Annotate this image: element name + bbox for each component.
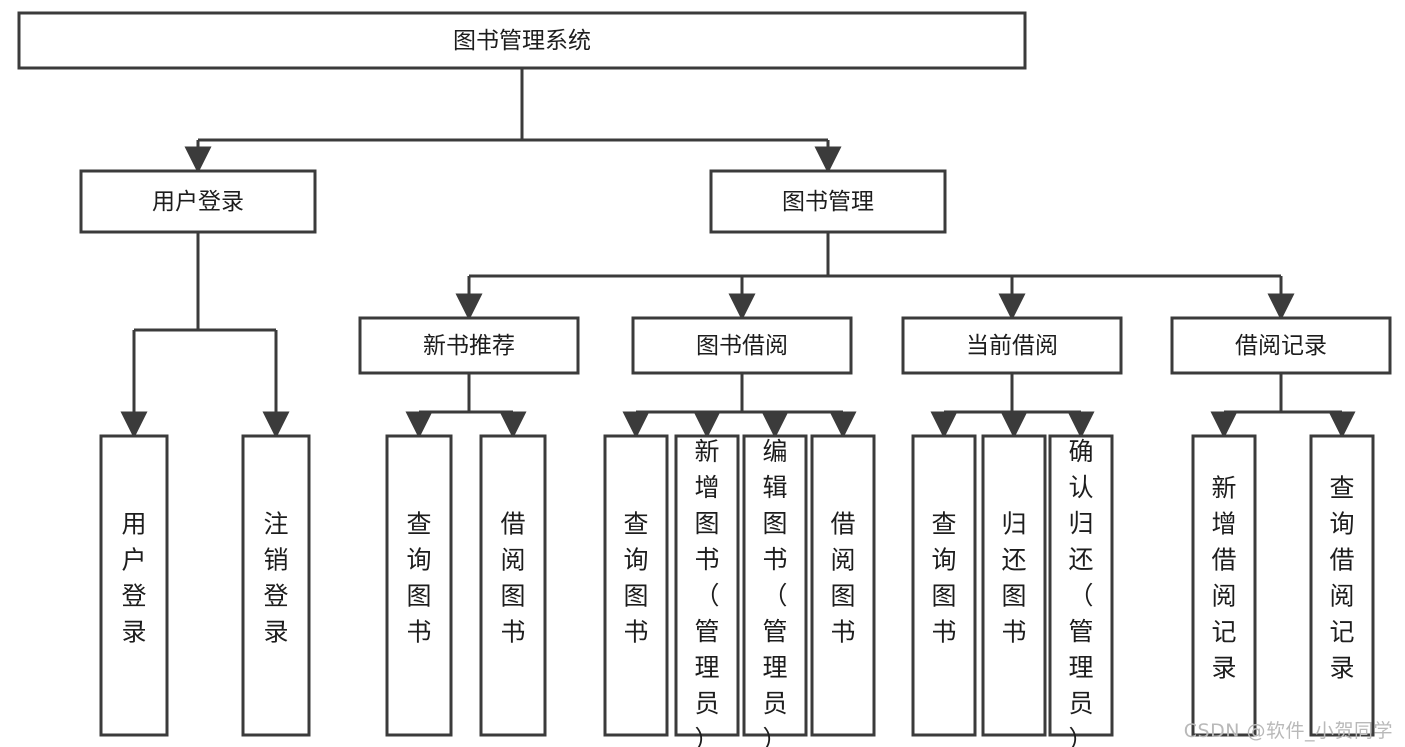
node-box-user-login <box>79 169 317 234</box>
node-leaf-return-book[interactable]: 归还图书 <box>981 434 1047 737</box>
node-box-root <box>17 11 1027 70</box>
node-label-leaf-borrow-book-1: 借阅图书 <box>500 510 525 647</box>
node-leaf-query-book-2[interactable]: 查询图书 <box>603 434 669 737</box>
node-root[interactable]: 图书管理系统 <box>17 11 1027 70</box>
node-user-login[interactable]: 用户登录 <box>79 169 317 234</box>
node-leaf-borrow-book-2[interactable]: 借阅图书 <box>810 434 876 737</box>
node-label-leaf-query-book-3: 查询图书 <box>931 510 956 647</box>
node-box-leaf-query-book-3 <box>911 434 977 737</box>
node-leaf-add-book[interactable]: 新增图书（管理员） <box>674 434 740 747</box>
node-box-leaf-confirm-return <box>1048 434 1114 737</box>
node-box-new-book-rec <box>358 316 580 375</box>
node-label-leaf-confirm-return: 确认归还（管理员） <box>1068 437 1093 747</box>
node-box-borrow-record <box>1170 316 1392 375</box>
node-box-leaf-user-login <box>99 434 169 737</box>
node-label-leaf-add-record: 新增借阅记录 <box>1211 474 1236 683</box>
edges-layer <box>120 68 1356 439</box>
node-label-new-book-rec: 新书推荐 <box>423 333 515 359</box>
node-current-borrow[interactable]: 当前借阅 <box>901 316 1123 375</box>
node-box-leaf-add-book <box>674 434 740 737</box>
node-label-borrow-record: 借阅记录 <box>1235 333 1327 359</box>
node-leaf-query-book-1[interactable]: 查询图书 <box>385 434 453 737</box>
node-leaf-confirm-return[interactable]: 确认归还（管理员） <box>1048 434 1114 747</box>
node-box-leaf-add-record <box>1191 434 1257 737</box>
node-label-leaf-query-book-1: 查询图书 <box>406 510 431 647</box>
node-book-manage[interactable]: 图书管理 <box>709 169 947 234</box>
node-box-current-borrow <box>901 316 1123 375</box>
node-box-leaf-borrow-book-1 <box>479 434 547 737</box>
node-borrow-record[interactable]: 借阅记录 <box>1170 316 1392 375</box>
node-leaf-add-record[interactable]: 新增借阅记录 <box>1191 434 1257 737</box>
node-leaf-query-book-3[interactable]: 查询图书 <box>911 434 977 737</box>
node-box-leaf-borrow-book-2 <box>810 434 876 737</box>
node-box-leaf-query-book-2 <box>603 434 669 737</box>
node-box-book-manage <box>709 169 947 234</box>
nodes-layer: 图书管理系统用户登录图书管理新书推荐图书借阅当前借阅借阅记录用户登录注销登录查询… <box>17 11 1392 747</box>
node-leaf-query-record[interactable]: 查询借阅记录 <box>1309 434 1375 737</box>
node-label-leaf-edit-book: 编辑图书（管理员） <box>762 437 787 747</box>
node-label-book-borrow: 图书借阅 <box>696 333 788 359</box>
node-box-leaf-return-book <box>981 434 1047 737</box>
node-label-user-login: 用户登录 <box>152 189 244 215</box>
node-leaf-user-login[interactable]: 用户登录 <box>99 434 169 737</box>
node-box-leaf-edit-book <box>742 434 808 737</box>
node-book-borrow[interactable]: 图书借阅 <box>631 316 853 375</box>
node-box-leaf-user-logout <box>241 434 311 737</box>
node-box-leaf-query-book-1 <box>385 434 453 737</box>
node-label-current-borrow: 当前借阅 <box>966 333 1058 359</box>
node-new-book-rec[interactable]: 新书推荐 <box>358 316 580 375</box>
node-label-leaf-query-record: 查询借阅记录 <box>1329 474 1354 683</box>
node-label-leaf-query-book-2: 查询图书 <box>623 510 648 647</box>
node-label-leaf-user-login: 用户登录 <box>121 510 146 647</box>
node-leaf-edit-book[interactable]: 编辑图书（管理员） <box>742 434 808 747</box>
node-label-leaf-user-logout: 注销登录 <box>263 510 288 647</box>
node-label-root: 图书管理系统 <box>453 28 591 54</box>
node-box-leaf-query-record <box>1309 434 1375 737</box>
node-label-leaf-add-book: 新增图书（管理员） <box>694 437 719 747</box>
node-label-leaf-borrow-book-2: 借阅图书 <box>830 510 855 647</box>
node-label-book-manage: 图书管理 <box>782 189 874 215</box>
node-leaf-borrow-book-1[interactable]: 借阅图书 <box>479 434 547 737</box>
watermark-text: CSDN @软件_小贺同学 <box>1183 720 1393 742</box>
node-box-book-borrow <box>631 316 853 375</box>
node-leaf-user-logout[interactable]: 注销登录 <box>241 434 311 737</box>
node-label-leaf-return-book: 归还图书 <box>1001 510 1026 647</box>
